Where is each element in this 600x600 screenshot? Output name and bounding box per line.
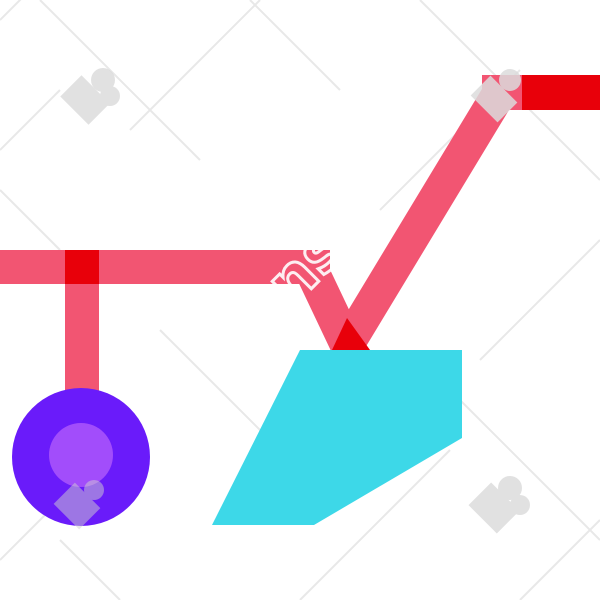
- blade-joint: [332, 318, 370, 350]
- watermark-logo-top-left: [60, 68, 120, 125]
- beam-joint: [65, 250, 99, 284]
- watermark-logo-bottom-left: [53, 480, 104, 530]
- watermark-logo-top-right: [470, 69, 521, 123]
- wheel-hub: [49, 423, 113, 487]
- watermark-logo-bottom-right: [468, 476, 530, 534]
- plough-blade: [212, 350, 462, 525]
- frame-beam: [0, 250, 330, 284]
- handle-grip: [522, 75, 600, 110]
